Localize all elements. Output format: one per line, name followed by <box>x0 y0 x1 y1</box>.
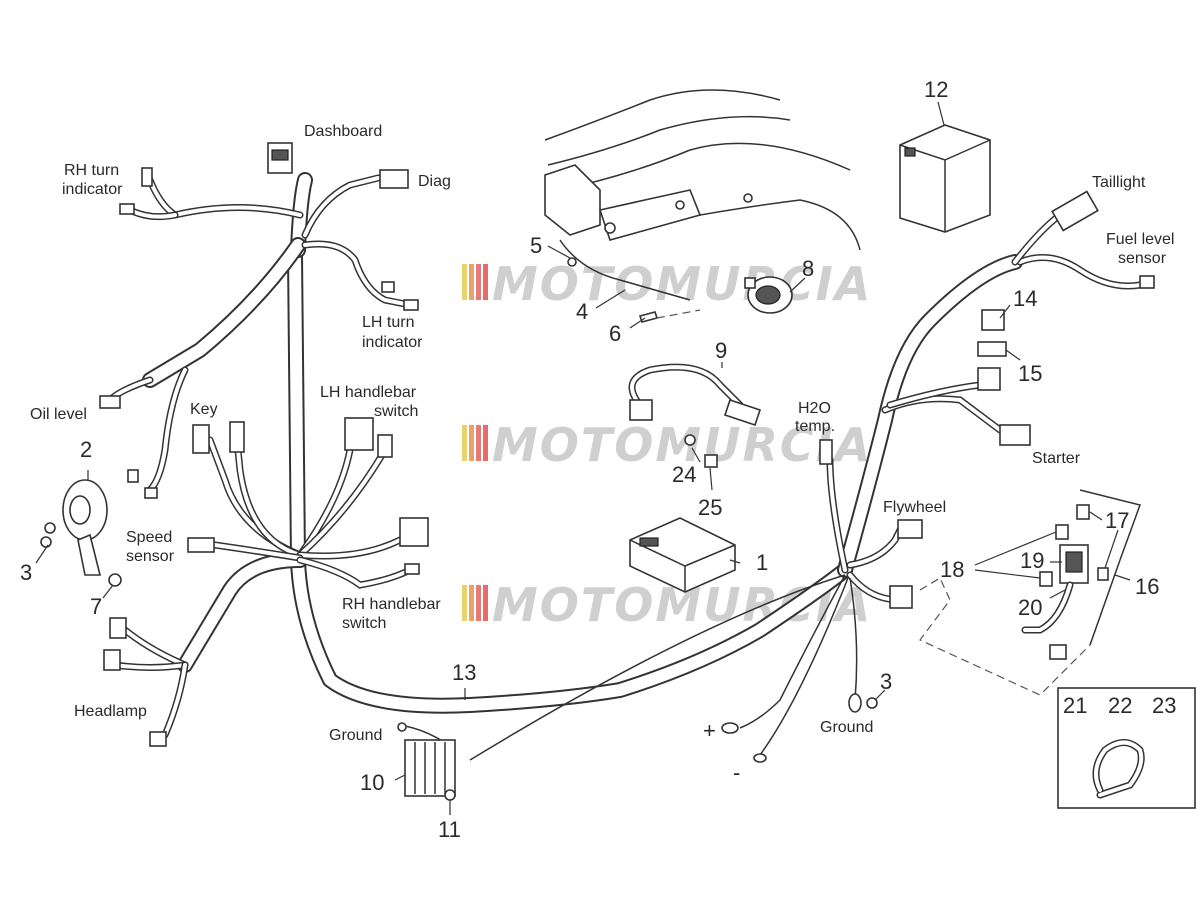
label-lh-handlebar-2: switch <box>374 403 418 420</box>
lh-switch-connector <box>344 417 374 451</box>
label-diag: Diag <box>418 173 451 190</box>
callout-23: 23 <box>1152 693 1176 718</box>
sensor-8 <box>744 276 793 314</box>
horn <box>62 479 108 576</box>
h2o-temp-connector <box>819 439 833 465</box>
leader-lines <box>35 101 1131 815</box>
callout-15: 15 <box>1018 361 1042 386</box>
callout-13: 13 <box>452 660 476 685</box>
watermark-middle: MOTOMURCIA <box>462 418 872 472</box>
callout-2: 2 <box>80 437 92 462</box>
callout-3-right: 3 <box>880 669 892 694</box>
callout-6: 6 <box>609 321 621 346</box>
fuel-sensor-connector <box>1139 275 1155 289</box>
headlamp-connector <box>109 617 127 639</box>
label-ground-right: Ground <box>820 719 873 736</box>
callout-4: 4 <box>576 299 588 324</box>
taillight-connector <box>1051 190 1099 232</box>
relay-cover <box>977 341 1007 357</box>
label-ground-left: Ground <box>329 727 382 744</box>
main-harness <box>142 172 1023 714</box>
relay <box>981 309 1005 331</box>
components <box>40 124 1196 809</box>
callout-numbers: 2 3 7 1 5 4 6 8 9 24 25 12 13 14 15 16 1… <box>20 77 1176 842</box>
callout-19: 19 <box>1020 548 1044 573</box>
label-rh-handlebar-1: RH handlebar <box>342 596 441 613</box>
label-starter: Starter <box>1032 450 1081 467</box>
label-plus: + <box>703 718 716 743</box>
callout-14: 14 <box>1013 286 1037 311</box>
diag-connector <box>379 169 409 189</box>
callout-20: 20 <box>1018 595 1042 620</box>
battery <box>899 124 991 233</box>
callout-8: 8 <box>802 256 814 281</box>
frame-section <box>544 89 861 301</box>
callout-16: 16 <box>1135 574 1159 599</box>
callout-12: 12 <box>924 77 948 102</box>
speed-sensor-connector <box>187 537 215 553</box>
label-lh-turn-1: LH turn <box>362 314 414 331</box>
label-speed-1: Speed <box>126 529 172 546</box>
callout-25: 25 <box>698 495 722 520</box>
rh-switch-connector <box>399 517 429 547</box>
label-key: Key <box>190 401 218 418</box>
label-fuel-2: sensor <box>1118 250 1167 267</box>
voltage-regulator <box>404 739 456 797</box>
label-h2o-1: H2O <box>798 400 831 417</box>
callout-7: 7 <box>90 594 102 619</box>
callout-21: 21 <box>1063 693 1087 718</box>
flywheel-connector <box>897 519 923 539</box>
key-connector <box>192 424 210 454</box>
oil-level-connector <box>99 395 121 409</box>
callout-1: 1 <box>756 550 768 575</box>
callout-11: 11 <box>438 817 461 842</box>
label-rh-handlebar-2: switch <box>342 615 386 632</box>
callout-18: 18 <box>940 557 964 582</box>
watermark-text: MOTOMURCIA <box>492 257 872 311</box>
callout-17: 17 <box>1105 508 1129 533</box>
starter-connector <box>999 424 1031 446</box>
label-dashboard: Dashboard <box>304 123 382 140</box>
label-flywheel: Flywheel <box>883 499 946 516</box>
label-minus: - <box>733 760 740 785</box>
label-lh-handlebar-1: LH handlebar <box>320 384 417 401</box>
callout-3-left: 3 <box>20 560 32 585</box>
callout-24: 24 <box>672 462 696 487</box>
callout-9: 9 <box>715 338 727 363</box>
label-taillight: Taillight <box>1092 174 1146 191</box>
label-rh-turn-2: indicator <box>62 181 123 198</box>
label-rh-turn-1: RH turn <box>64 162 119 179</box>
callout-5: 5 <box>530 233 542 258</box>
watermark-top: MOTOMURCIA <box>462 257 872 311</box>
label-fuel-1: Fuel level <box>1106 231 1174 248</box>
ignition-coil <box>628 363 762 427</box>
label-headlamp: Headlamp <box>74 703 147 720</box>
callout-22: 22 <box>1108 693 1132 718</box>
label-h2o-2: temp. <box>795 418 835 435</box>
label-lh-turn-2: indicator <box>362 334 423 351</box>
callout-10: 10 <box>360 770 384 795</box>
text-labels: Dashboard Diag RH turn indicator LH turn… <box>30 123 1174 785</box>
watermark-text: MOTOMURCIA <box>492 418 872 472</box>
label-speed-2: sensor <box>126 548 175 565</box>
ecu-unit <box>629 517 736 593</box>
label-oil-level: Oil level <box>30 406 87 423</box>
